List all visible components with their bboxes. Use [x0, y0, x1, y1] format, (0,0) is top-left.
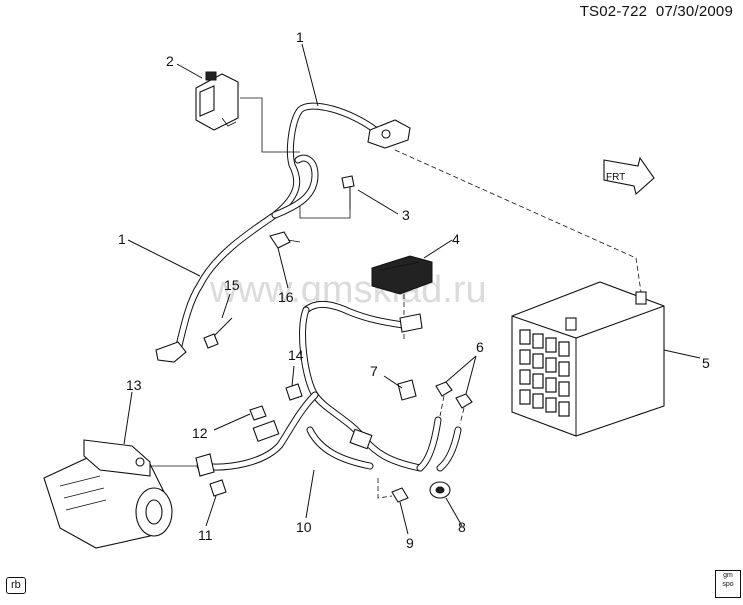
grommet-part-8 [429, 481, 451, 499]
nut-part-11 [209, 479, 227, 497]
callout-9: 9 [406, 535, 414, 551]
callout-15: 15 [224, 277, 240, 293]
callout-2: 2 [166, 53, 174, 69]
gmspo-badge: gm spo [715, 570, 741, 598]
doc-date: 07/30/2009 [655, 3, 733, 20]
cable-assembly-10 [195, 300, 462, 477]
callout-1-left: 1 [118, 231, 126, 247]
nut-part-6 [435, 381, 473, 425]
callout-numbers: 1 2 3 1 4 15 16 5 6 7 14 13 12 11 10 9 8 [118, 29, 710, 551]
bolt-part-15 [203, 317, 233, 349]
watermark-text: www.gmsklad.ru [209, 269, 487, 311]
front-marker-label: FRT [606, 172, 625, 183]
rb-badge: rb [6, 577, 26, 594]
battery-part-5 [394, 149, 665, 437]
battery-post-negative [565, 317, 577, 331]
ground-lug [155, 341, 187, 363]
leader-lines [123, 43, 701, 535]
callout-5: 5 [702, 355, 710, 371]
front-arrow-marker: FRT [603, 156, 655, 196]
callout-4: 4 [452, 231, 460, 247]
starter-motor-part-13 [43, 439, 196, 549]
cable-assembly-1 [155, 102, 411, 363]
doc-id: TS02-722 [579, 3, 648, 20]
callout-13: 13 [126, 377, 142, 393]
diagram-header: TS02-722 07/30/2009 [580, 3, 733, 20]
bolt-part-3 [299, 175, 355, 219]
callout-11: 11 [198, 527, 213, 543]
callout-1-top: 1 [296, 29, 304, 45]
callout-14: 14 [288, 347, 304, 363]
module-part-2 [195, 71, 300, 153]
callout-12: 12 [192, 425, 208, 441]
callout-7: 7 [370, 363, 378, 379]
clip-part-7 [397, 379, 417, 401]
clip-part-14 [285, 383, 303, 401]
clip-part-12 [249, 405, 267, 421]
gmspo-badge-bottom: spo [722, 581, 734, 588]
callout-16: 16 [278, 289, 294, 305]
clip-part-16 [269, 231, 301, 249]
battery-post-positive [635, 291, 647, 305]
callout-6: 6 [476, 339, 484, 355]
callout-3: 3 [402, 207, 410, 223]
gmspo-badge-top: gm [723, 572, 733, 579]
terminal-cover-part-4 [371, 255, 433, 340]
callout-10: 10 [296, 519, 312, 535]
callout-8: 8 [458, 519, 466, 535]
battery-cell-grid [519, 329, 570, 417]
nut-part-9 [377, 478, 409, 503]
